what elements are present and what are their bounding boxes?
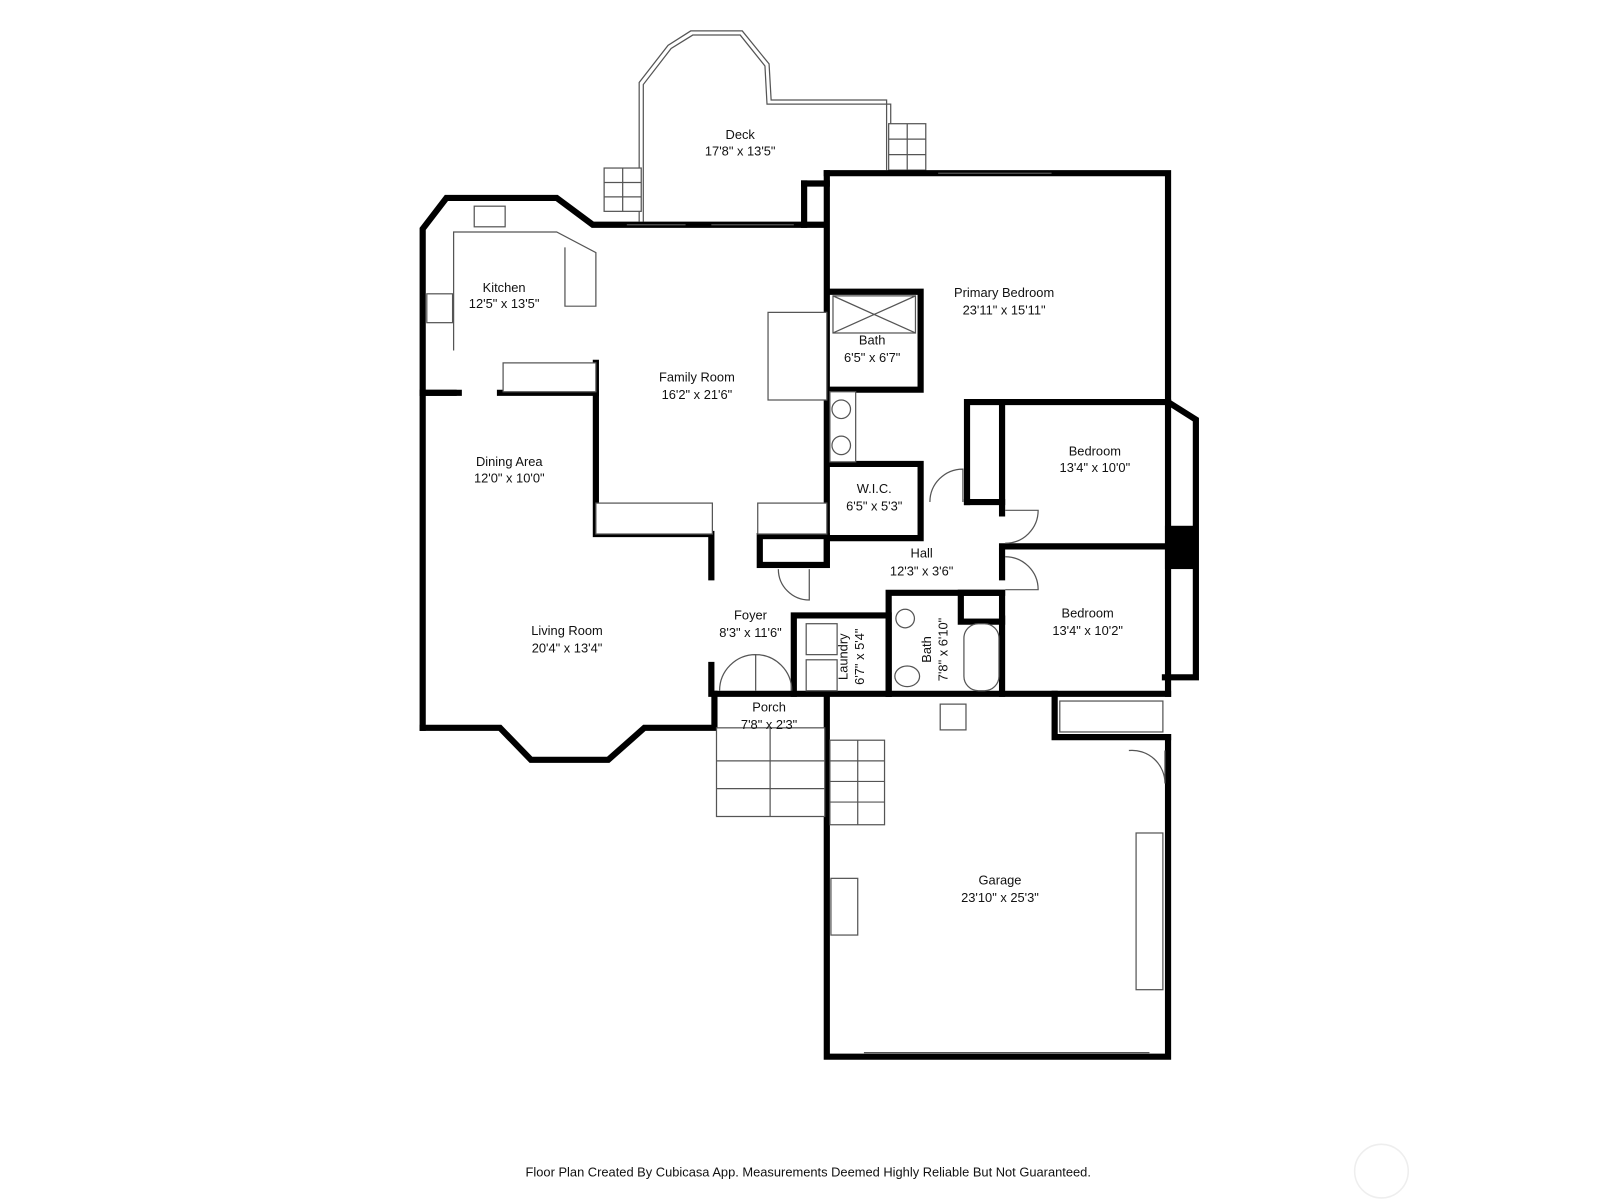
bath-2-label: Bath: [919, 636, 934, 662]
family-room-size: 16'2" x 21'6": [662, 387, 733, 402]
bedroom-2-label: Bedroom: [1062, 606, 1114, 621]
porch-size: 7'8" x 2'3": [741, 717, 798, 732]
kitchen-size: 12'5" x 13'5": [469, 296, 540, 311]
foyer-label: Foyer: [734, 608, 768, 623]
toilet-icon: [894, 665, 921, 688]
primary-bath-size: 6'5" x 6'7": [844, 350, 901, 365]
wic-label: W.I.C.: [857, 481, 892, 496]
laundry-size: 6'7" x 5'4": [852, 628, 867, 685]
bath-2-size: 7'8" x 6'10": [935, 617, 950, 681]
bedroom-1-size: 13'4" x 10'0": [1060, 460, 1131, 475]
primary-bedroom-label: Primary Bedroom: [954, 285, 1054, 300]
porch-stairs: [715, 727, 886, 826]
stove-icon: [426, 293, 454, 324]
laundry-label: Laundry: [835, 633, 850, 680]
door-icon: [777, 569, 810, 601]
fireplace-icon: [767, 311, 828, 401]
washer-icon: [805, 623, 838, 656]
dining-area-size: 12'0" x 10'0": [474, 470, 545, 485]
front-door-icon: [718, 654, 793, 691]
logo-watermark-icon: [1353, 1143, 1410, 1199]
door-icon: [929, 468, 964, 503]
primary-bedroom-size: 23'11" x 15'11": [963, 302, 1046, 317]
disclaimer-text: Floor Plan Created By Cubicasa App. Meas…: [526, 1164, 1091, 1179]
living-room-label: Living Room: [531, 623, 603, 638]
bathtub-icon: [963, 623, 1000, 692]
kitchen-sink-icon: [473, 205, 506, 228]
wic-size: 6'5" x 5'3": [846, 498, 903, 513]
family-room-label: Family Room: [659, 369, 735, 384]
deck-label: Deck: [726, 127, 756, 142]
porch-label: Porch: [752, 699, 786, 714]
dining-area-label: Dining Area: [476, 454, 543, 469]
bedroom-2-size: 13'4" x 10'2": [1052, 623, 1123, 638]
door-icon: [1128, 749, 1166, 784]
hall-label: Hall: [911, 546, 933, 561]
deck-size: 17'8" x 13'5": [705, 144, 776, 159]
door-icon: [1005, 556, 1039, 591]
living-room-size: 20'4" x 13'4": [532, 641, 603, 656]
bedroom-1-label: Bedroom: [1069, 444, 1121, 459]
door-icon: [1005, 509, 1039, 544]
primary-bath-label: Bath: [859, 332, 886, 347]
hall-size: 12'3" x 3'6": [890, 563, 954, 578]
foyer-size: 8'3" x 11'6": [719, 625, 782, 640]
kitchen-label: Kitchen: [483, 280, 526, 295]
room-labels: Deck 17'8" x 13'5" Kitchen 12'5" x 13'5"…: [469, 127, 1131, 905]
garage-label: Garage: [979, 873, 1022, 888]
sink-icon: [895, 608, 916, 629]
deck-outline: [603, 30, 927, 222]
garage-size: 23'10" x 25'3": [961, 890, 1039, 905]
fixtures: [426, 172, 1166, 1054]
dryer-icon: [805, 659, 838, 692]
